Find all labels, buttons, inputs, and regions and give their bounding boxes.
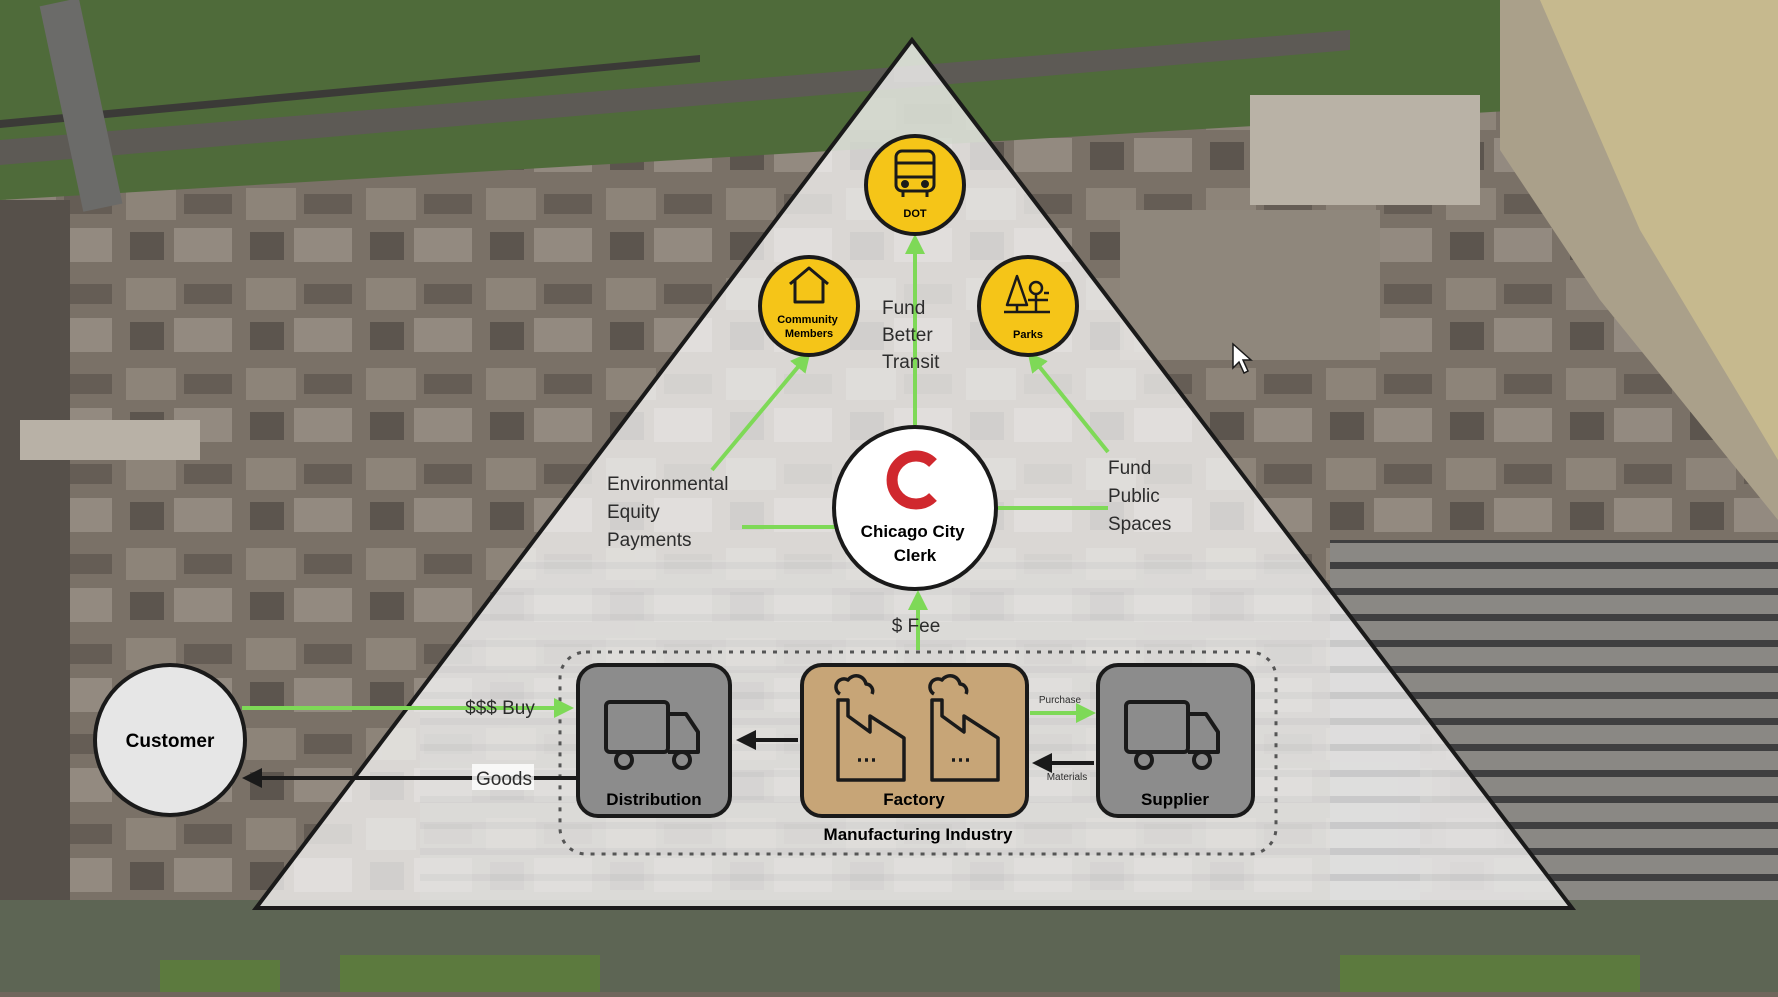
equity-label: Environmental Equity Payments (607, 474, 734, 551)
distribution-node[interactable]: Distribution (576, 663, 732, 818)
distribution-label: Distribution (606, 790, 701, 809)
manufacturing-industry-label: Manufacturing Industry (824, 825, 1013, 844)
truck-icon (604, 700, 700, 770)
supplier-node[interactable]: Supplier (1096, 663, 1255, 818)
house-icon (789, 266, 829, 304)
mouse-cursor-icon (1232, 342, 1253, 375)
clerk-node[interactable]: Chicago City Clerk (832, 425, 998, 591)
clerk-label: Chicago City Clerk (861, 522, 970, 565)
manufacturing-group (558, 650, 1278, 856)
community-label: Community Members (777, 314, 841, 340)
supplier-label: Supplier (1141, 790, 1209, 809)
bus-icon (894, 149, 936, 197)
truck-icon (1124, 700, 1220, 770)
factory-icon (834, 674, 1000, 782)
dot-label: DOT (903, 208, 927, 220)
public-label: Fund Public Spaces (1108, 458, 1171, 535)
edge-labels: $ Fee Fund Better Transit Environmental … (465, 298, 1171, 790)
dot-node[interactable]: DOT (864, 134, 966, 236)
parks-label: Parks (1013, 329, 1043, 341)
customer-node[interactable]: Customer (93, 663, 247, 817)
goods-label: Goods (476, 769, 532, 790)
factory-label: Factory (883, 790, 945, 809)
purchase-label: Purchase (1039, 695, 1082, 706)
community-node[interactable]: Community Members (758, 255, 860, 357)
arrow-public (1027, 351, 1110, 454)
green-arrows (242, 234, 1110, 723)
arrow-equity (710, 351, 811, 472)
factory-node[interactable]: Factory (800, 663, 1029, 818)
buy-label: $$$ Buy (465, 698, 535, 719)
park-tree-icon (1004, 274, 1050, 314)
parks-node[interactable]: Parks (977, 255, 1079, 357)
transit-label: Fund Better Transit (882, 298, 940, 373)
fee-label: $ Fee (892, 616, 941, 637)
customer-label: Customer (126, 731, 215, 752)
materials-label: Materials (1047, 772, 1088, 783)
chicago-c-logo-icon (886, 450, 937, 510)
